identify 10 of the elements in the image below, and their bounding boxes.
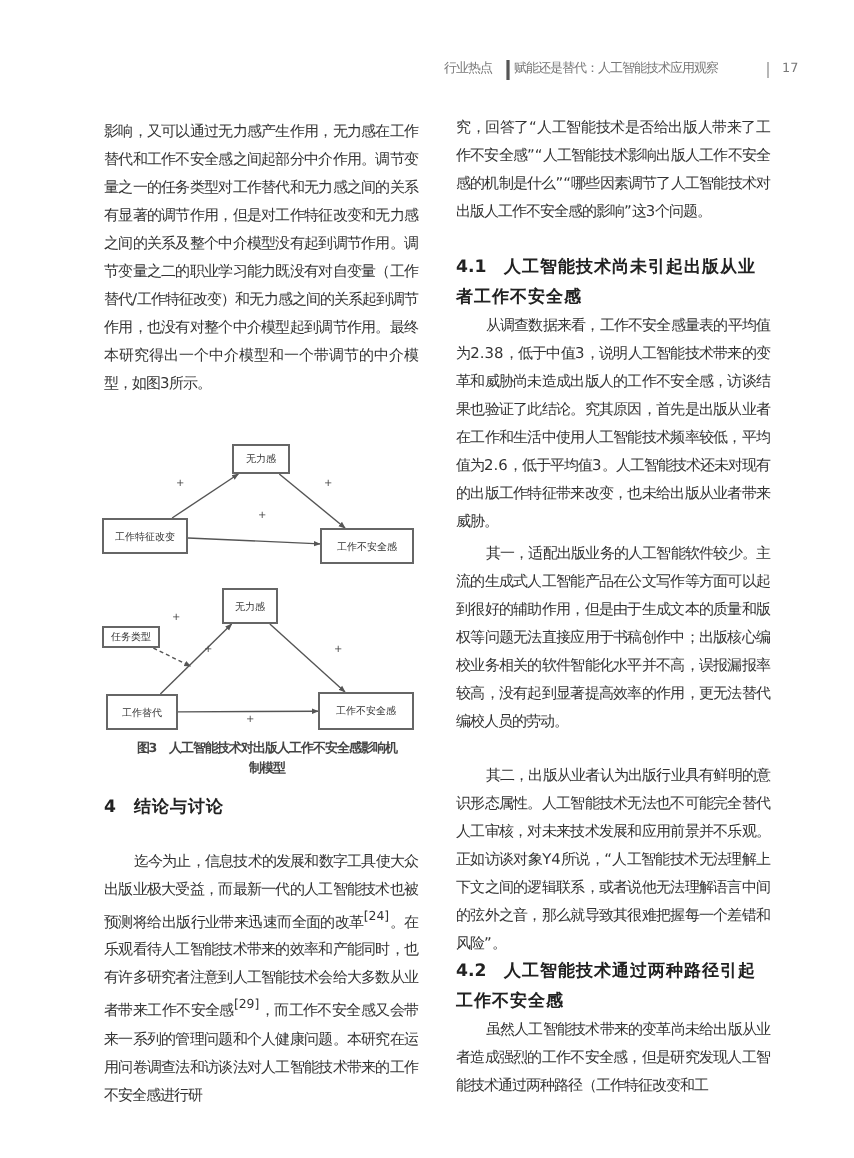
section-heading: 4.2 人工智能技术通过两种路径引起工作不安全感: [456, 959, 759, 1015]
section-heading: 4 结论与讨论: [104, 795, 226, 822]
arrow: [269, 623, 346, 693]
arrow: [152, 647, 192, 667]
arrow: [187, 537, 321, 547]
arrow: [159, 623, 233, 695]
section-heading: 4.1 人工智能技术尚未引起出版从业者工作不安全感: [456, 255, 759, 311]
arrow: [171, 473, 240, 519]
arrow: [177, 708, 319, 715]
arrow: [278, 473, 346, 529]
